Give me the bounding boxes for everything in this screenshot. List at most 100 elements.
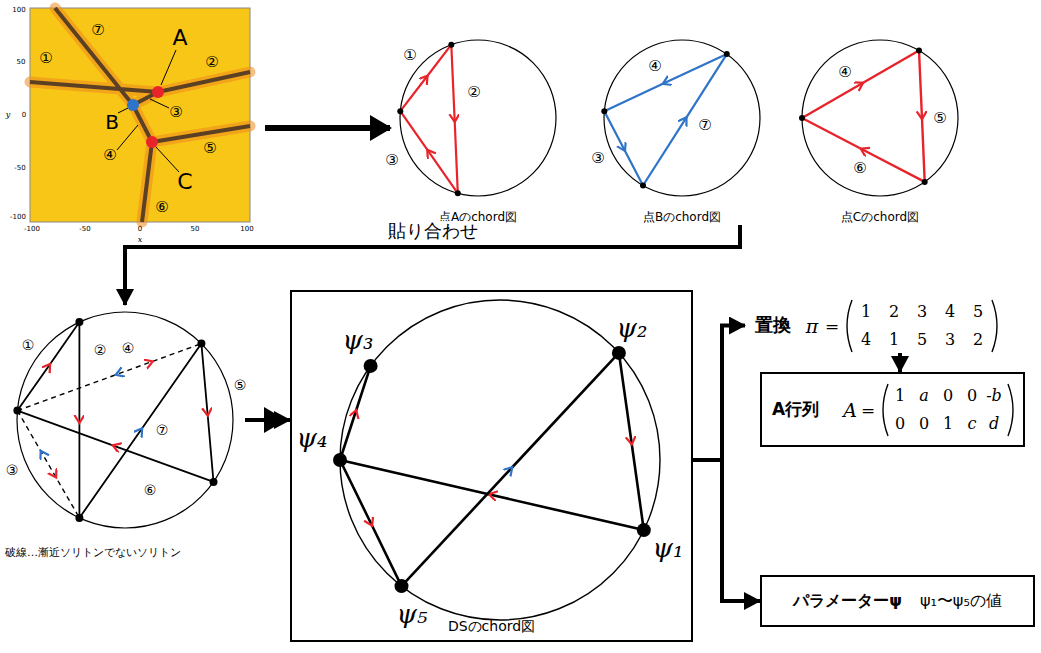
callout-number: 1 xyxy=(943,416,953,432)
chord-diagram-c xyxy=(802,118,925,182)
chord-diagram-a xyxy=(448,42,454,48)
callout-number: ⑦ xyxy=(156,423,169,437)
chord-diagram-c xyxy=(799,48,928,185)
chord-diagram-a xyxy=(397,42,461,197)
chord-diagram-b xyxy=(604,54,727,185)
callout-number: ④ xyxy=(838,65,851,80)
chord-diagram-b xyxy=(604,40,760,196)
callout-number: d xyxy=(989,416,999,432)
callout-number: ② xyxy=(205,55,218,70)
ds-chord-diagram xyxy=(402,353,619,586)
soliton-plot xyxy=(30,8,250,222)
callout-number: ③ xyxy=(385,153,398,168)
chord-diagram-b xyxy=(604,111,643,185)
callout-number: 3 xyxy=(917,304,927,320)
callout-number: = xyxy=(825,318,839,335)
callout-number: ② xyxy=(467,85,480,100)
chord-diagram-b xyxy=(640,183,646,189)
glued-chord-diagram xyxy=(17,344,201,518)
soliton-plot xyxy=(146,136,158,148)
callout-number: A xyxy=(172,27,187,49)
callout-number: 1 xyxy=(861,304,871,320)
glued-chord-diagram xyxy=(13,312,233,528)
node-text: 点Cのchord図 xyxy=(841,211,919,225)
point-label: ψ₅ xyxy=(397,601,428,627)
chord-diagram-a xyxy=(455,190,461,196)
soliton-plot xyxy=(30,8,250,222)
ds-chord-diagram xyxy=(340,366,371,460)
callout-number: 0 xyxy=(943,388,953,404)
chord-diagram-a xyxy=(400,40,556,196)
ds-chord-diagram xyxy=(340,300,660,620)
matrix-bracket xyxy=(847,300,1013,436)
point-label: ψ₂ xyxy=(617,315,648,341)
glued-chord-diagram xyxy=(17,322,79,411)
flow-arrow xyxy=(265,125,390,131)
ds-chord-diagram xyxy=(340,353,644,586)
glued-chord-diagram xyxy=(17,344,201,518)
callout-number: π xyxy=(806,317,819,336)
callout-number: ① xyxy=(22,338,35,352)
axis-tick: 0 xyxy=(22,112,26,119)
callout-number: ④ xyxy=(648,59,661,74)
soliton-plot xyxy=(30,8,250,222)
callout-number: ③ xyxy=(169,105,182,120)
chord-diagram-a xyxy=(397,40,556,196)
callout-number: ⑥ xyxy=(144,483,157,497)
glued-chord-diagram xyxy=(197,340,205,348)
callout-number: 3 xyxy=(945,332,955,348)
node-box: 点Aのchord図 xyxy=(400,40,556,225)
axis-tick: 0 xyxy=(138,226,142,233)
callout-number: ④ xyxy=(122,341,135,355)
point-label: ψ₄ xyxy=(297,425,328,451)
axis-tick: -100 xyxy=(10,214,26,221)
callout-number: 0 xyxy=(967,388,977,404)
glued-chord-diagram xyxy=(201,344,213,482)
chord-diagram-c xyxy=(916,48,922,54)
soliton-plot xyxy=(152,86,164,98)
glued-chord-diagram xyxy=(17,344,201,411)
connector-label: 貼り合わせ xyxy=(385,221,481,241)
callout-number: -b xyxy=(986,388,1002,404)
callout-number: B xyxy=(105,112,119,132)
ds-chord-diagram xyxy=(333,300,660,620)
glued-chord-diagram xyxy=(13,318,217,522)
callout-number: 0 xyxy=(919,416,929,432)
glued-chord-diagram xyxy=(75,318,83,326)
soliton-plot xyxy=(127,99,139,111)
callout-number: 1 xyxy=(889,332,899,348)
callout-number: ⑦ xyxy=(91,23,104,38)
callout-number: A xyxy=(843,401,857,420)
callout-number: ① xyxy=(39,51,52,66)
node-text: 点Bのchord図 xyxy=(643,211,721,225)
point-label: ψ₃ xyxy=(343,327,374,353)
ds-chord-diagram xyxy=(364,359,378,373)
callout-number: 2 xyxy=(889,304,899,320)
glued-chord-diagram xyxy=(17,312,233,528)
callout-number: ④ xyxy=(103,148,116,163)
chord-diagram-a xyxy=(400,45,458,194)
glued-chord-diagram xyxy=(210,478,218,486)
ds-chord-diagram xyxy=(395,579,409,593)
node-text: 破線…漸近ソリトンでないソリトン xyxy=(5,547,181,560)
ds-chord-diagram xyxy=(637,523,651,537)
chord-diagram-c xyxy=(922,179,928,185)
soliton-plot xyxy=(30,8,250,222)
chord-diagram-c xyxy=(802,51,919,119)
callout-number: ③ xyxy=(6,463,19,477)
node-box: A行列 xyxy=(760,372,1025,447)
ds-chord-diagram xyxy=(619,353,644,530)
node-text: ψ₁〜ψ₅の値 xyxy=(920,592,1002,610)
point-label: ψ₁ xyxy=(653,535,684,561)
axis-tick: x xyxy=(138,236,143,244)
matrix-bracket xyxy=(883,384,1013,436)
callout-number: ⑥ xyxy=(853,161,866,176)
axis-tick: 100 xyxy=(240,226,253,233)
chord-diagram-a xyxy=(400,111,458,193)
chord-diagram-c xyxy=(799,40,958,196)
ds-chord-diagram xyxy=(340,460,644,530)
ds-chord-diagram xyxy=(333,453,347,467)
glued-chord-diagram xyxy=(17,322,213,518)
callout-number: c xyxy=(968,416,977,432)
node-box: パラメーターψψ₁〜ψ₅の値 xyxy=(760,575,1035,627)
